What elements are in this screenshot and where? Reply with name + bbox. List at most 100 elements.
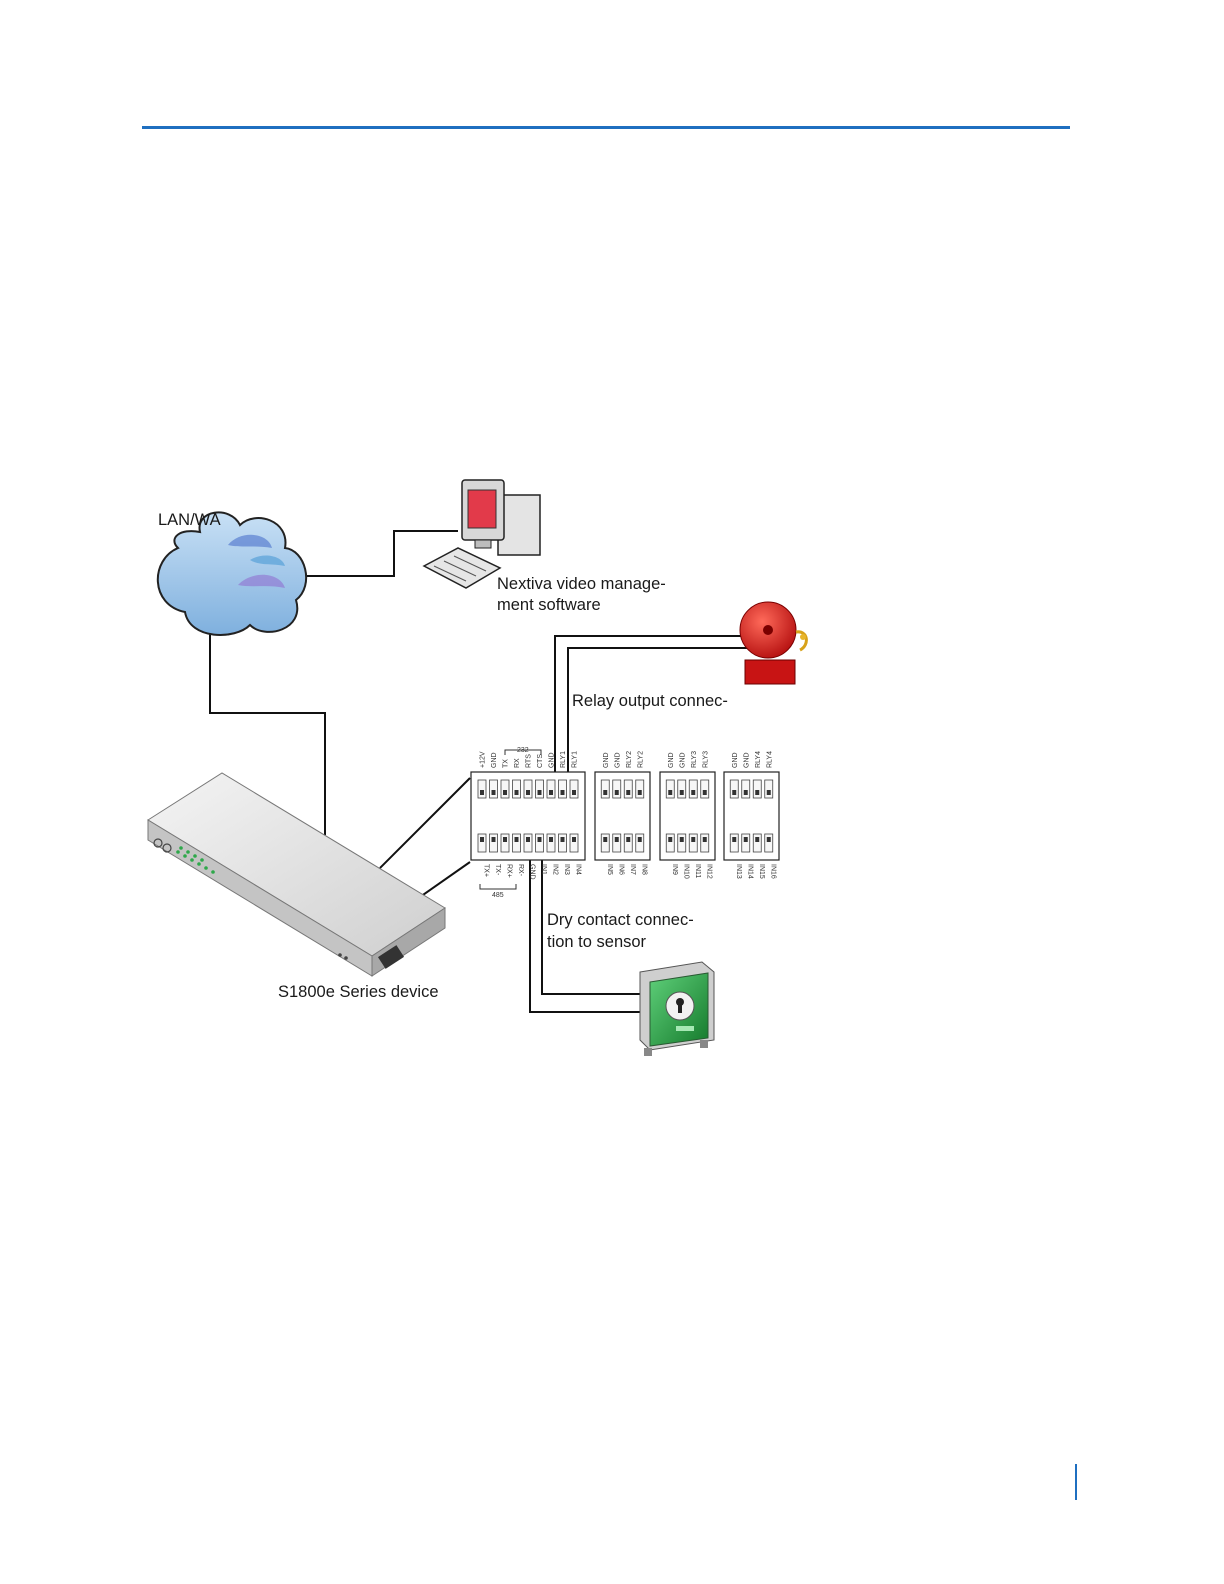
terminal-label-top: RLY3 [702,751,709,768]
terminal-screw [560,837,565,842]
network-label: LAN/WA [158,511,221,529]
terminal-screw [637,790,642,795]
terminal-pin-bottom [569,833,579,853]
terminal-pin-bottom [477,833,487,853]
terminal-pin-top [500,779,510,799]
wire-cloud-to-pc [298,530,458,577]
wire-relay-outer [554,635,748,780]
terminal-pin-top [612,779,622,799]
s1800e-device-icon [147,772,446,977]
terminal-label-top: GND [679,752,686,768]
terminal-screw [626,837,631,842]
header-rule [142,126,1070,129]
terminal-screw [614,837,619,842]
terminal-label-top: +12V [480,751,487,768]
terminal-screw [766,837,771,842]
terminal-label-bottom: IN14 [746,864,753,879]
safe-sensor-icon [639,961,715,1056]
terminal-screw [526,837,530,842]
terminal-label-top: GND [614,752,621,768]
terminal-pin-bottom [535,833,544,853]
terminal-label-top: RLY1 [572,751,579,768]
terminal-pin-bottom [741,833,751,853]
terminal-screw [549,790,553,795]
terminal-pin-bottom [677,833,687,853]
terminal-label-top: GND [491,752,498,768]
terminal-screw [491,790,496,795]
terminal-screw [549,837,553,842]
terminal-pin-top [512,779,521,799]
terminal-screw [514,790,519,795]
terminal-label-bottom: IN12 [705,864,712,879]
terminal-screw [743,837,748,842]
terminal-screw [732,790,737,795]
terminal-screw [755,790,760,795]
terminal-screw [491,837,496,842]
terminal-label-bottom: IN5 [606,864,613,875]
software-label-line2: ment software [497,596,601,614]
terminal-label-bottom: IN1 [540,864,547,875]
terminal-label-top: RTS [526,754,533,768]
terminal-screw [668,790,673,795]
terminal-screw [691,790,696,795]
terminal-label-bottom: RX- [517,864,524,877]
terminal-pin-bottom [523,833,533,853]
terminal-screw [755,837,760,842]
wires [209,530,748,1013]
terminal-screw [572,837,576,842]
leader-lower [419,861,471,898]
terminal-label-bottom: IN3 [563,864,570,875]
terminal-pin-bottom [500,833,510,853]
dry-contact-label-line2: tion to sensor [547,933,647,951]
terminal-screw [503,790,507,795]
terminal-pin-top [741,779,751,799]
rs232-label: 232 [517,747,529,754]
terminal-screw [603,790,608,795]
terminal-pin-bottom [600,833,610,853]
terminal-screw [679,837,684,842]
terminal-screw [560,790,565,795]
terminal-label-top: GND [668,752,675,768]
terminal-label-top: GND [549,752,556,768]
terminal-screw [702,790,707,795]
terminal-label-bottom: RX+ [506,864,513,878]
terminal-pin-bottom [635,833,645,853]
terminal-screw [668,837,673,842]
terminal-pin-top [700,779,710,799]
alarm-bell-icon [739,601,808,685]
terminal-label-bottom: IN7 [629,864,636,875]
terminal-screw [626,790,631,795]
terminal-pin-top [535,779,544,799]
terminal-label-top: GND [603,752,610,768]
terminal-label-bottom: GND [529,864,536,880]
terminal-pin-top [600,779,610,799]
wire-cloud-to-device [209,630,326,835]
terminal-label-top: RLY4 [766,751,773,768]
terminal-label-top: RLY4 [755,751,762,768]
terminal-label-bottom: IN13 [735,864,742,879]
terminal-pin-bottom [558,833,567,853]
terminal-label-bottom: IN6 [617,864,624,875]
terminal-pin-bottom [546,833,556,853]
terminal-label-bottom: IN10 [682,864,689,879]
terminal-pin-bottom [764,833,774,853]
rs-brackets [479,749,542,890]
terminal-pin-bottom [688,833,698,853]
terminal-pin-top [558,779,567,799]
wire-dry-inner [541,860,645,995]
computer-icon [422,479,541,589]
terminal-label-top: RLY3 [691,751,698,768]
terminal-label-top: RLY2 [637,751,644,768]
terminal-screw [637,837,642,842]
wire-relay-inner [567,647,748,780]
terminal-pin-top [623,779,633,799]
terminal-pin-top [477,779,487,799]
relay-label: Relay output connec- [572,692,728,710]
terminal-pin-top [489,779,498,799]
dry-contact-label-line1: Dry contact connec- [547,911,694,929]
terminal-label-bottom: IN8 [640,864,647,875]
terminal-label-bottom: TX- [494,864,501,876]
terminal-label-top: RLY2 [626,751,633,768]
